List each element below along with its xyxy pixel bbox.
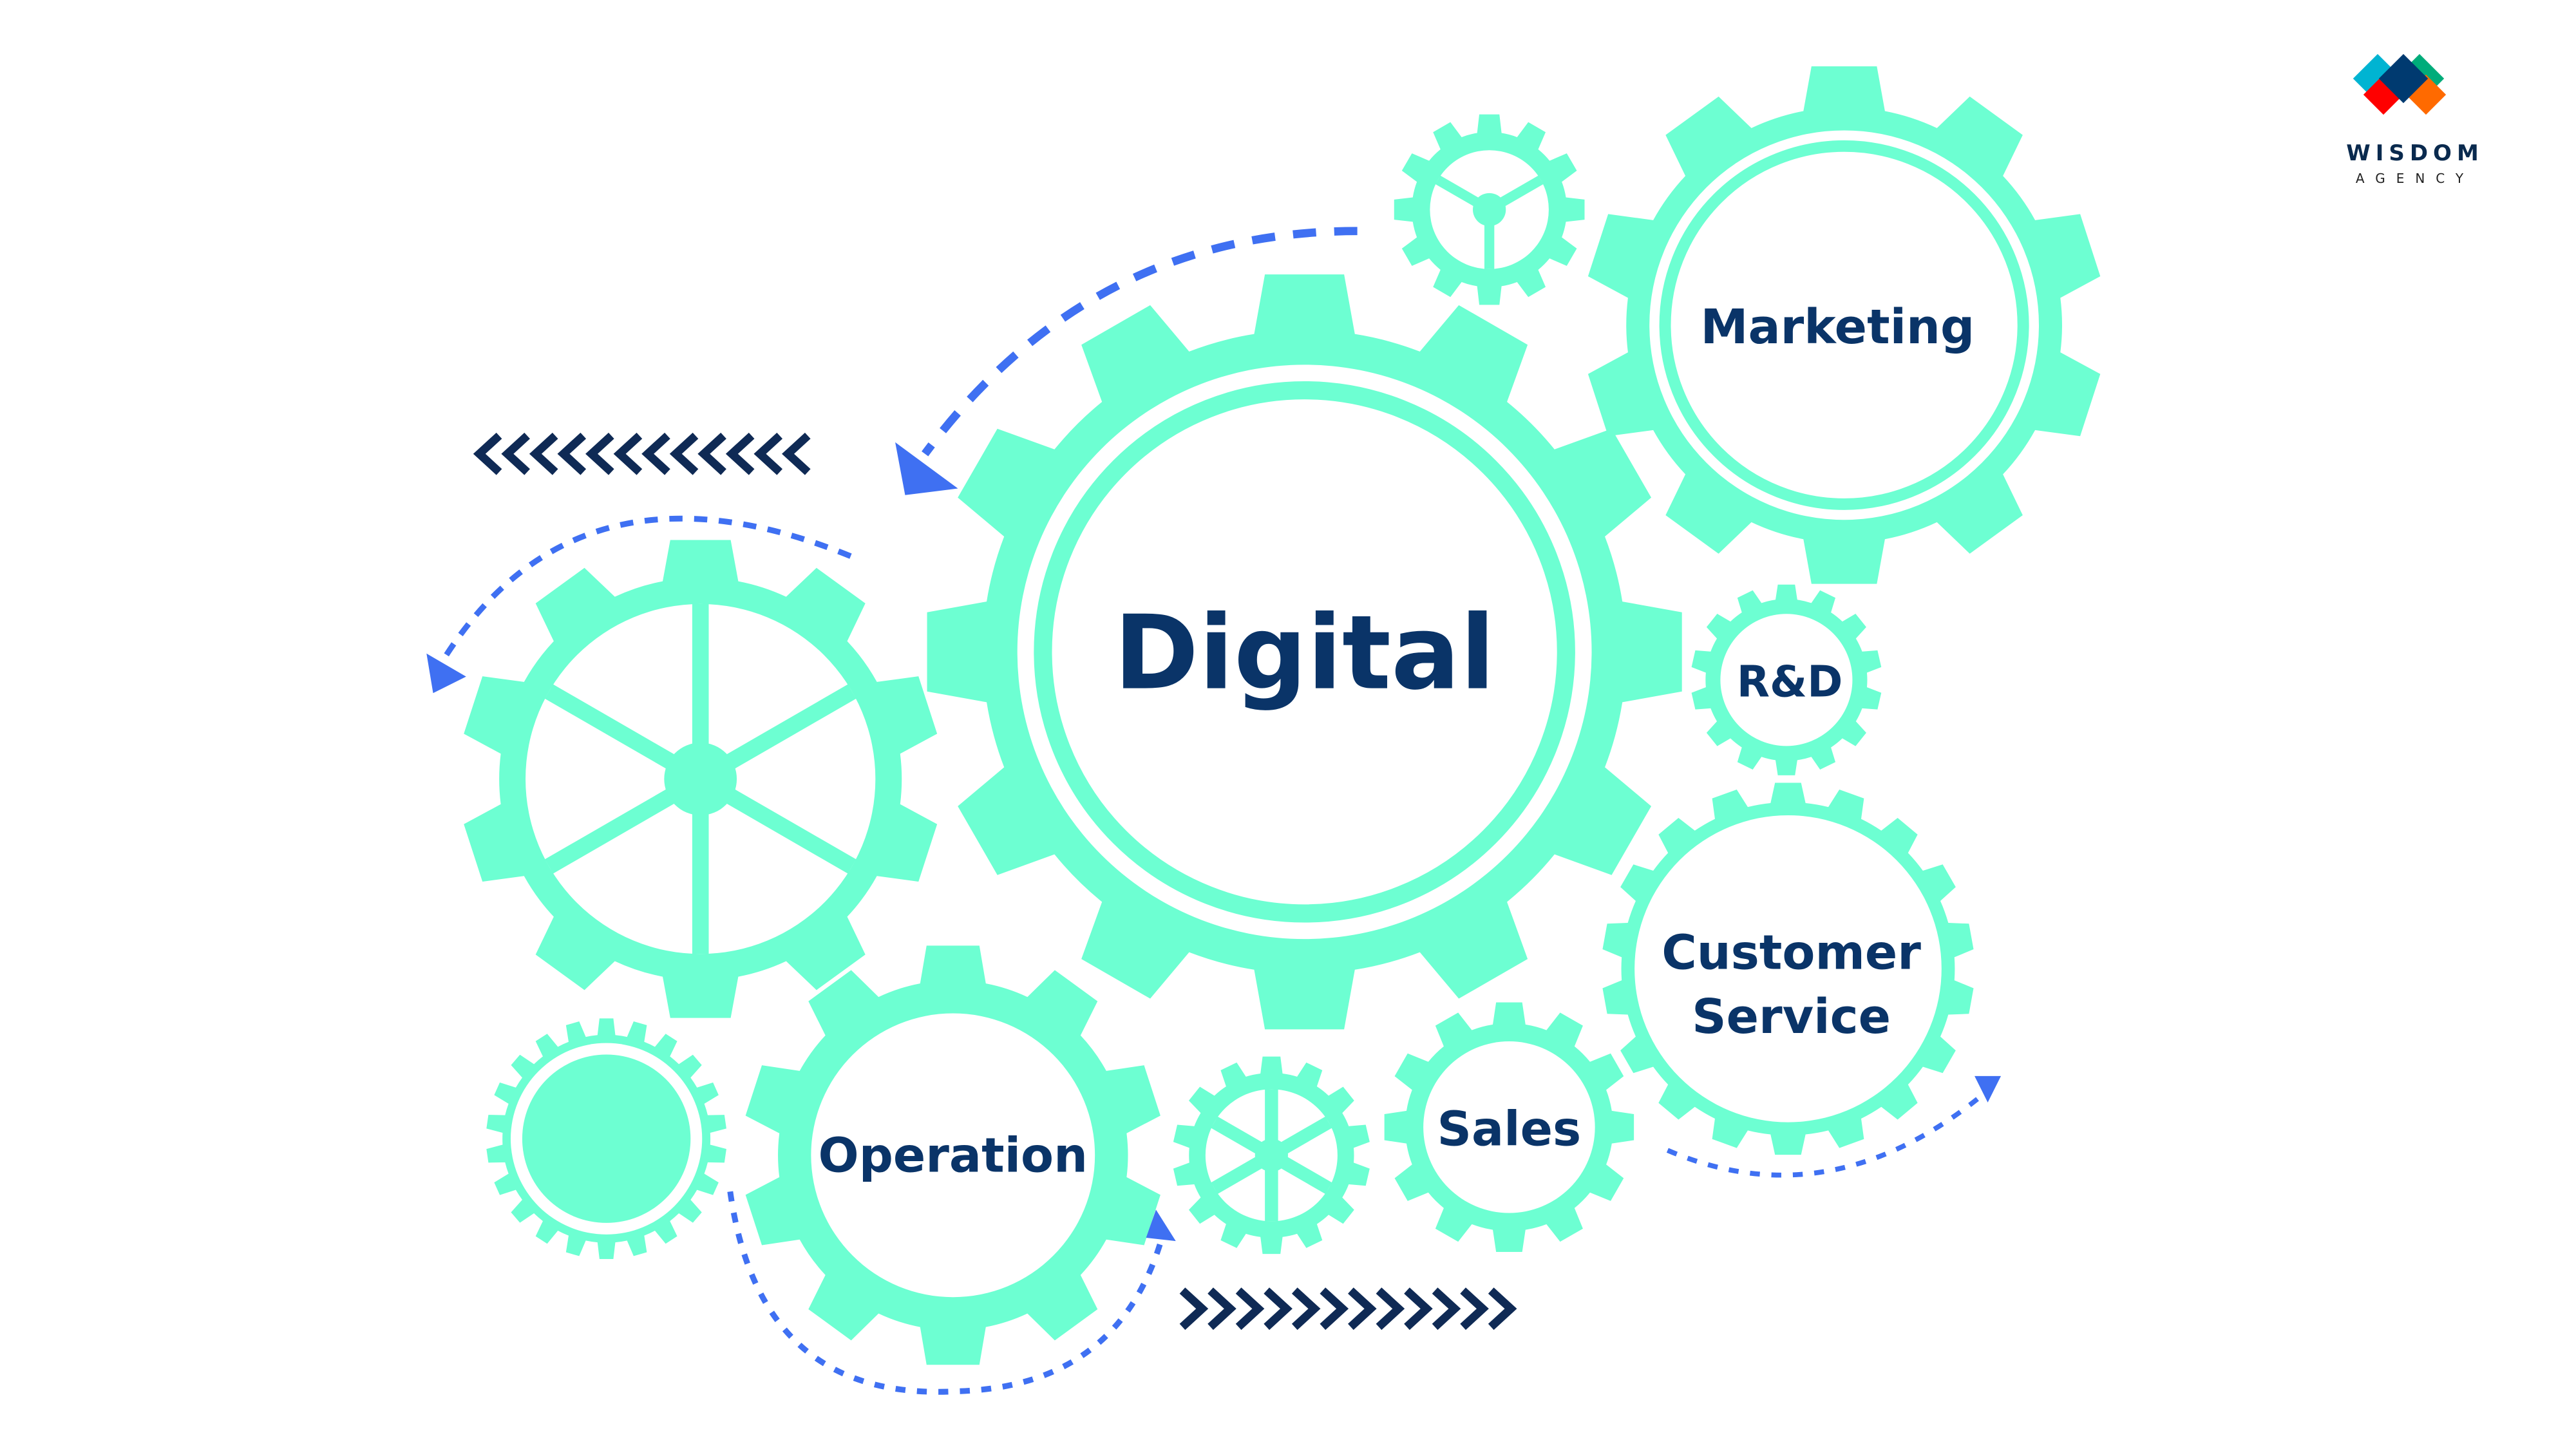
chevron-right-icon: [1376, 1287, 1405, 1331]
chevron-right-icon: [1488, 1287, 1517, 1331]
logo-subtitle: AGENCY: [2355, 171, 2475, 186]
gear-customer-service-face: [1634, 815, 1942, 1122]
wisdom-agency-logo: WISDOM AGENCY: [2338, 52, 2518, 200]
chevron-right-icon: [1291, 1287, 1321, 1331]
chevron-right-icon: [1208, 1287, 1236, 1331]
gear-small-wheel-hub: [1255, 1139, 1288, 1172]
chevron-left-icon: [782, 432, 811, 475]
gear-marketing-face: [1649, 130, 2040, 520]
chevron-left-icon: [529, 432, 558, 475]
chevron-left-icon: [725, 432, 755, 475]
gear-rnd-face: [1720, 614, 1853, 746]
label-digital: Digital: [1114, 594, 1495, 713]
chevron-left-icon: [501, 432, 530, 475]
label-marketing: Marketing: [1701, 299, 1975, 355]
chevron-left-icon: [753, 432, 783, 475]
label-customer-service-2: Service: [1692, 989, 1891, 1045]
chevron-right-icon: [1404, 1287, 1433, 1331]
gear-left-wheel-hub: [664, 743, 737, 815]
dashed-arrow-4: [1666, 1087, 1991, 1178]
chevron-right-icon: [1264, 1287, 1293, 1331]
gear-circle-disc: [522, 1054, 691, 1223]
arrowhead-3-icon: [1146, 1209, 1176, 1242]
chevron-right-icon: [1320, 1287, 1349, 1331]
chevron-left-icon: [641, 432, 670, 475]
gears-layer: [464, 66, 2101, 1365]
chevron-left-icon: [669, 432, 699, 475]
gear-top-small-hub: [1473, 193, 1506, 227]
logo-diamonds-icon: [2353, 53, 2447, 115]
chevron-right-icon: [1235, 1287, 1265, 1331]
arrowhead-4-icon: [1975, 1075, 2002, 1103]
gear-marketing-ring: [1659, 140, 2029, 510]
chevron-left-icon: [613, 432, 643, 475]
label-sales: Sales: [1437, 1101, 1582, 1157]
label-operation: Operation: [819, 1127, 1088, 1183]
dashed-arrow-3: [727, 1191, 1168, 1395]
arrowhead-1-icon: [895, 442, 958, 495]
gear-operation-face: [811, 1013, 1095, 1298]
arrowhead-2-icon: [426, 653, 466, 694]
arrows-layer: [426, 227, 2002, 1395]
chevron-right-icon: [1432, 1287, 1461, 1331]
dashed-arrow-2: [440, 515, 852, 662]
gear-digital-face: [1017, 365, 1592, 940]
logo-name: WISDOM: [2346, 140, 2484, 166]
chevron-left-icon: [697, 432, 726, 475]
chevron-left-icon: [473, 432, 502, 475]
chevrons-layer: [473, 432, 1517, 1331]
chevron-left-icon: [585, 432, 614, 475]
dashed-arrow-1: [922, 227, 1358, 457]
chevron-left-icon: [557, 432, 587, 475]
gear-sales-face: [1423, 1041, 1595, 1213]
chevron-right-icon: [1460, 1287, 1489, 1331]
label-customer-service-1: Customer: [1662, 924, 1921, 980]
chevron-right-icon: [1179, 1287, 1209, 1331]
gear-digital-ring: [1034, 381, 1575, 923]
label-rnd: R&D: [1737, 656, 1843, 706]
chevron-right-icon: [1348, 1287, 1377, 1331]
